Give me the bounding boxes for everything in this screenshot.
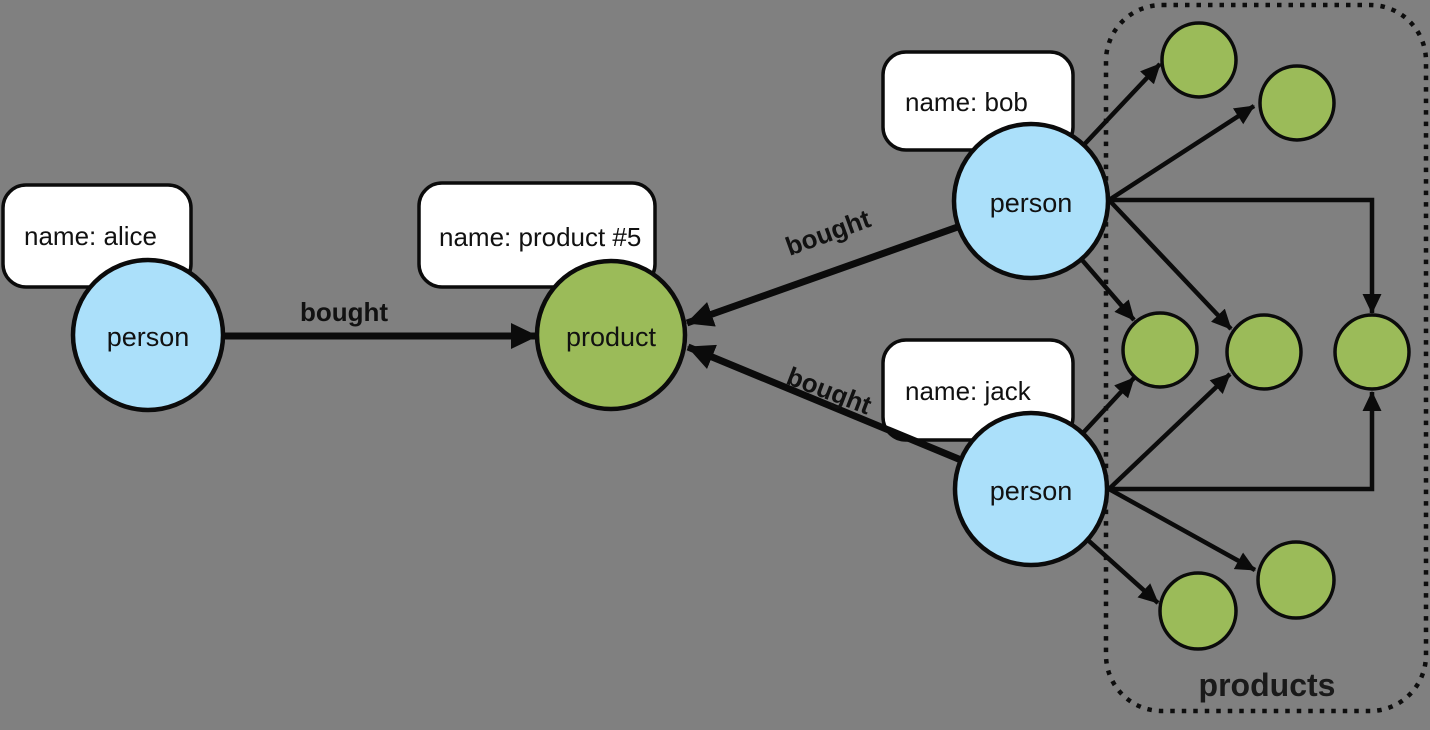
product5-node [534, 258, 688, 412]
edge-bob-product5-elbow [1109, 197, 1382, 314]
edge-bob-product2 [1107, 104, 1256, 202]
jack-node [952, 410, 1110, 568]
product5-node-label: product [566, 322, 657, 352]
edge-jack-product7 [1107, 487, 1257, 572]
alice-property-label: name: alice [24, 221, 157, 251]
jack-node-label: person [990, 476, 1073, 506]
edge-bob-product4 [1107, 198, 1233, 331]
cluster-product-5 [1333, 313, 1411, 391]
bob-property-label: name: bob [905, 87, 1028, 117]
cluster-product-6 [1158, 571, 1238, 651]
bob-node-label: person [990, 188, 1073, 218]
cluster-product-4 [1225, 313, 1303, 391]
cluster-product-1 [1160, 21, 1238, 99]
bob-node [951, 121, 1111, 281]
edge-jack-product4 [1107, 372, 1232, 491]
products-cluster-label: products [1199, 667, 1336, 703]
alice-node-label: person [107, 322, 190, 352]
edge-jack-product5-elbow [1109, 391, 1382, 492]
cluster-product-7 [1256, 540, 1336, 620]
edge-label-alice-bought: bought [300, 297, 388, 327]
alice-node [70, 257, 226, 413]
product5-property-label: name: product #5 [439, 222, 641, 252]
cluster-product-3 [1121, 311, 1199, 389]
cluster-product-2 [1258, 64, 1336, 142]
products-cluster-border [1103, 2, 1429, 714]
jack-property-label: name: jack [905, 376, 1032, 406]
